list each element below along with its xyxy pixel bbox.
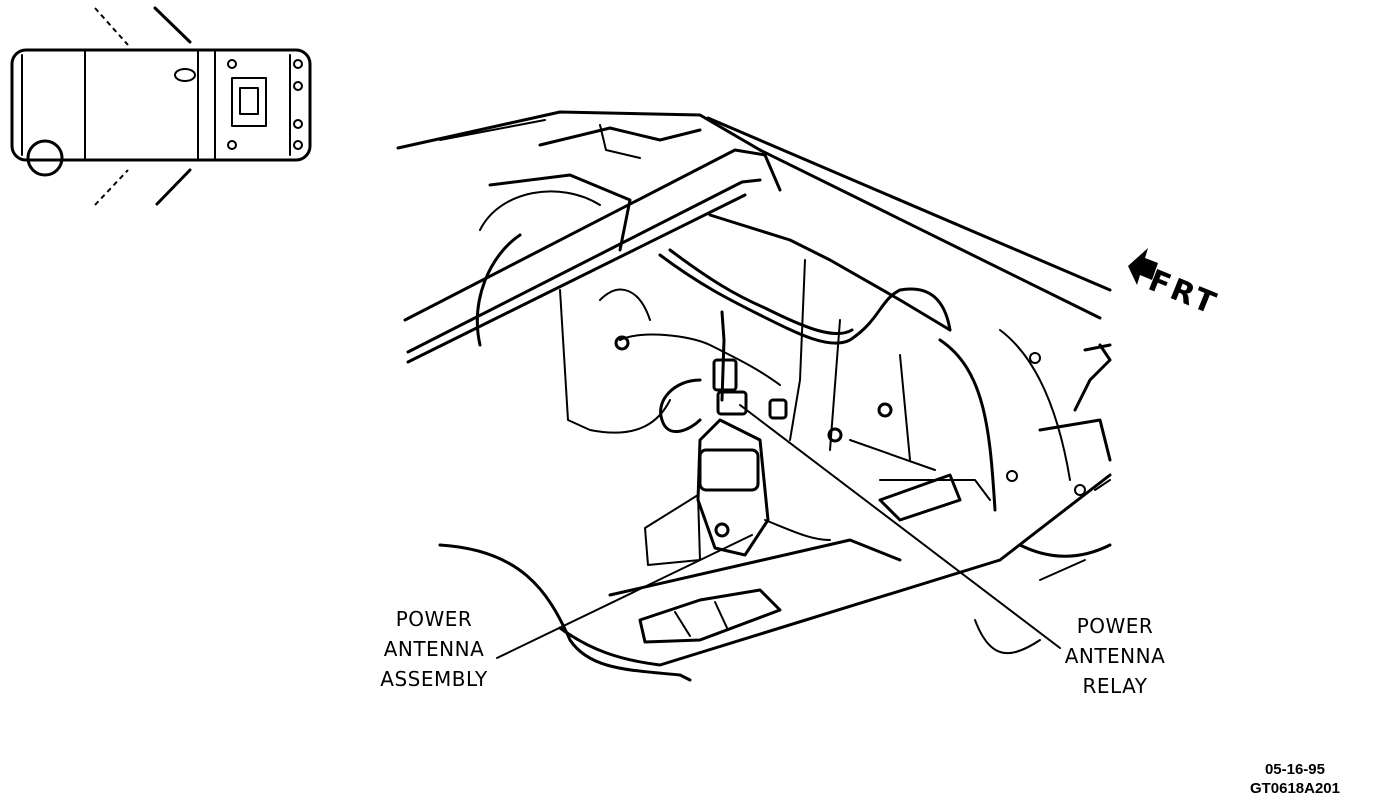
vehicle-locator-icon [10, 6, 312, 206]
label-line: ANTENNA [1064, 644, 1166, 668]
document-date: 05-16-95 [1264, 761, 1325, 778]
label-line: RELAY [1082, 674, 1148, 698]
trunk-quarter-panel-artwork [396, 110, 1112, 682]
leader-line-assembly [496, 534, 753, 659]
label-line: ANTENNA [383, 637, 485, 661]
front-direction-arrow-icon [1128, 248, 1158, 285]
label-line: POWER [1076, 614, 1154, 638]
figure-id: GT0618A201 [1249, 780, 1340, 797]
label-line: POWER [395, 607, 473, 631]
leader-line-relay [739, 404, 1061, 649]
label-power-antenna-assembly: POWER ANTENNA ASSEMBLY [368, 604, 500, 694]
label-power-antenna-relay: POWER ANTENNA RELAY [1056, 611, 1174, 701]
document-code: 05-16-95 GT0618A201 [1250, 760, 1340, 798]
label-line: ASSEMBLY [380, 667, 488, 691]
